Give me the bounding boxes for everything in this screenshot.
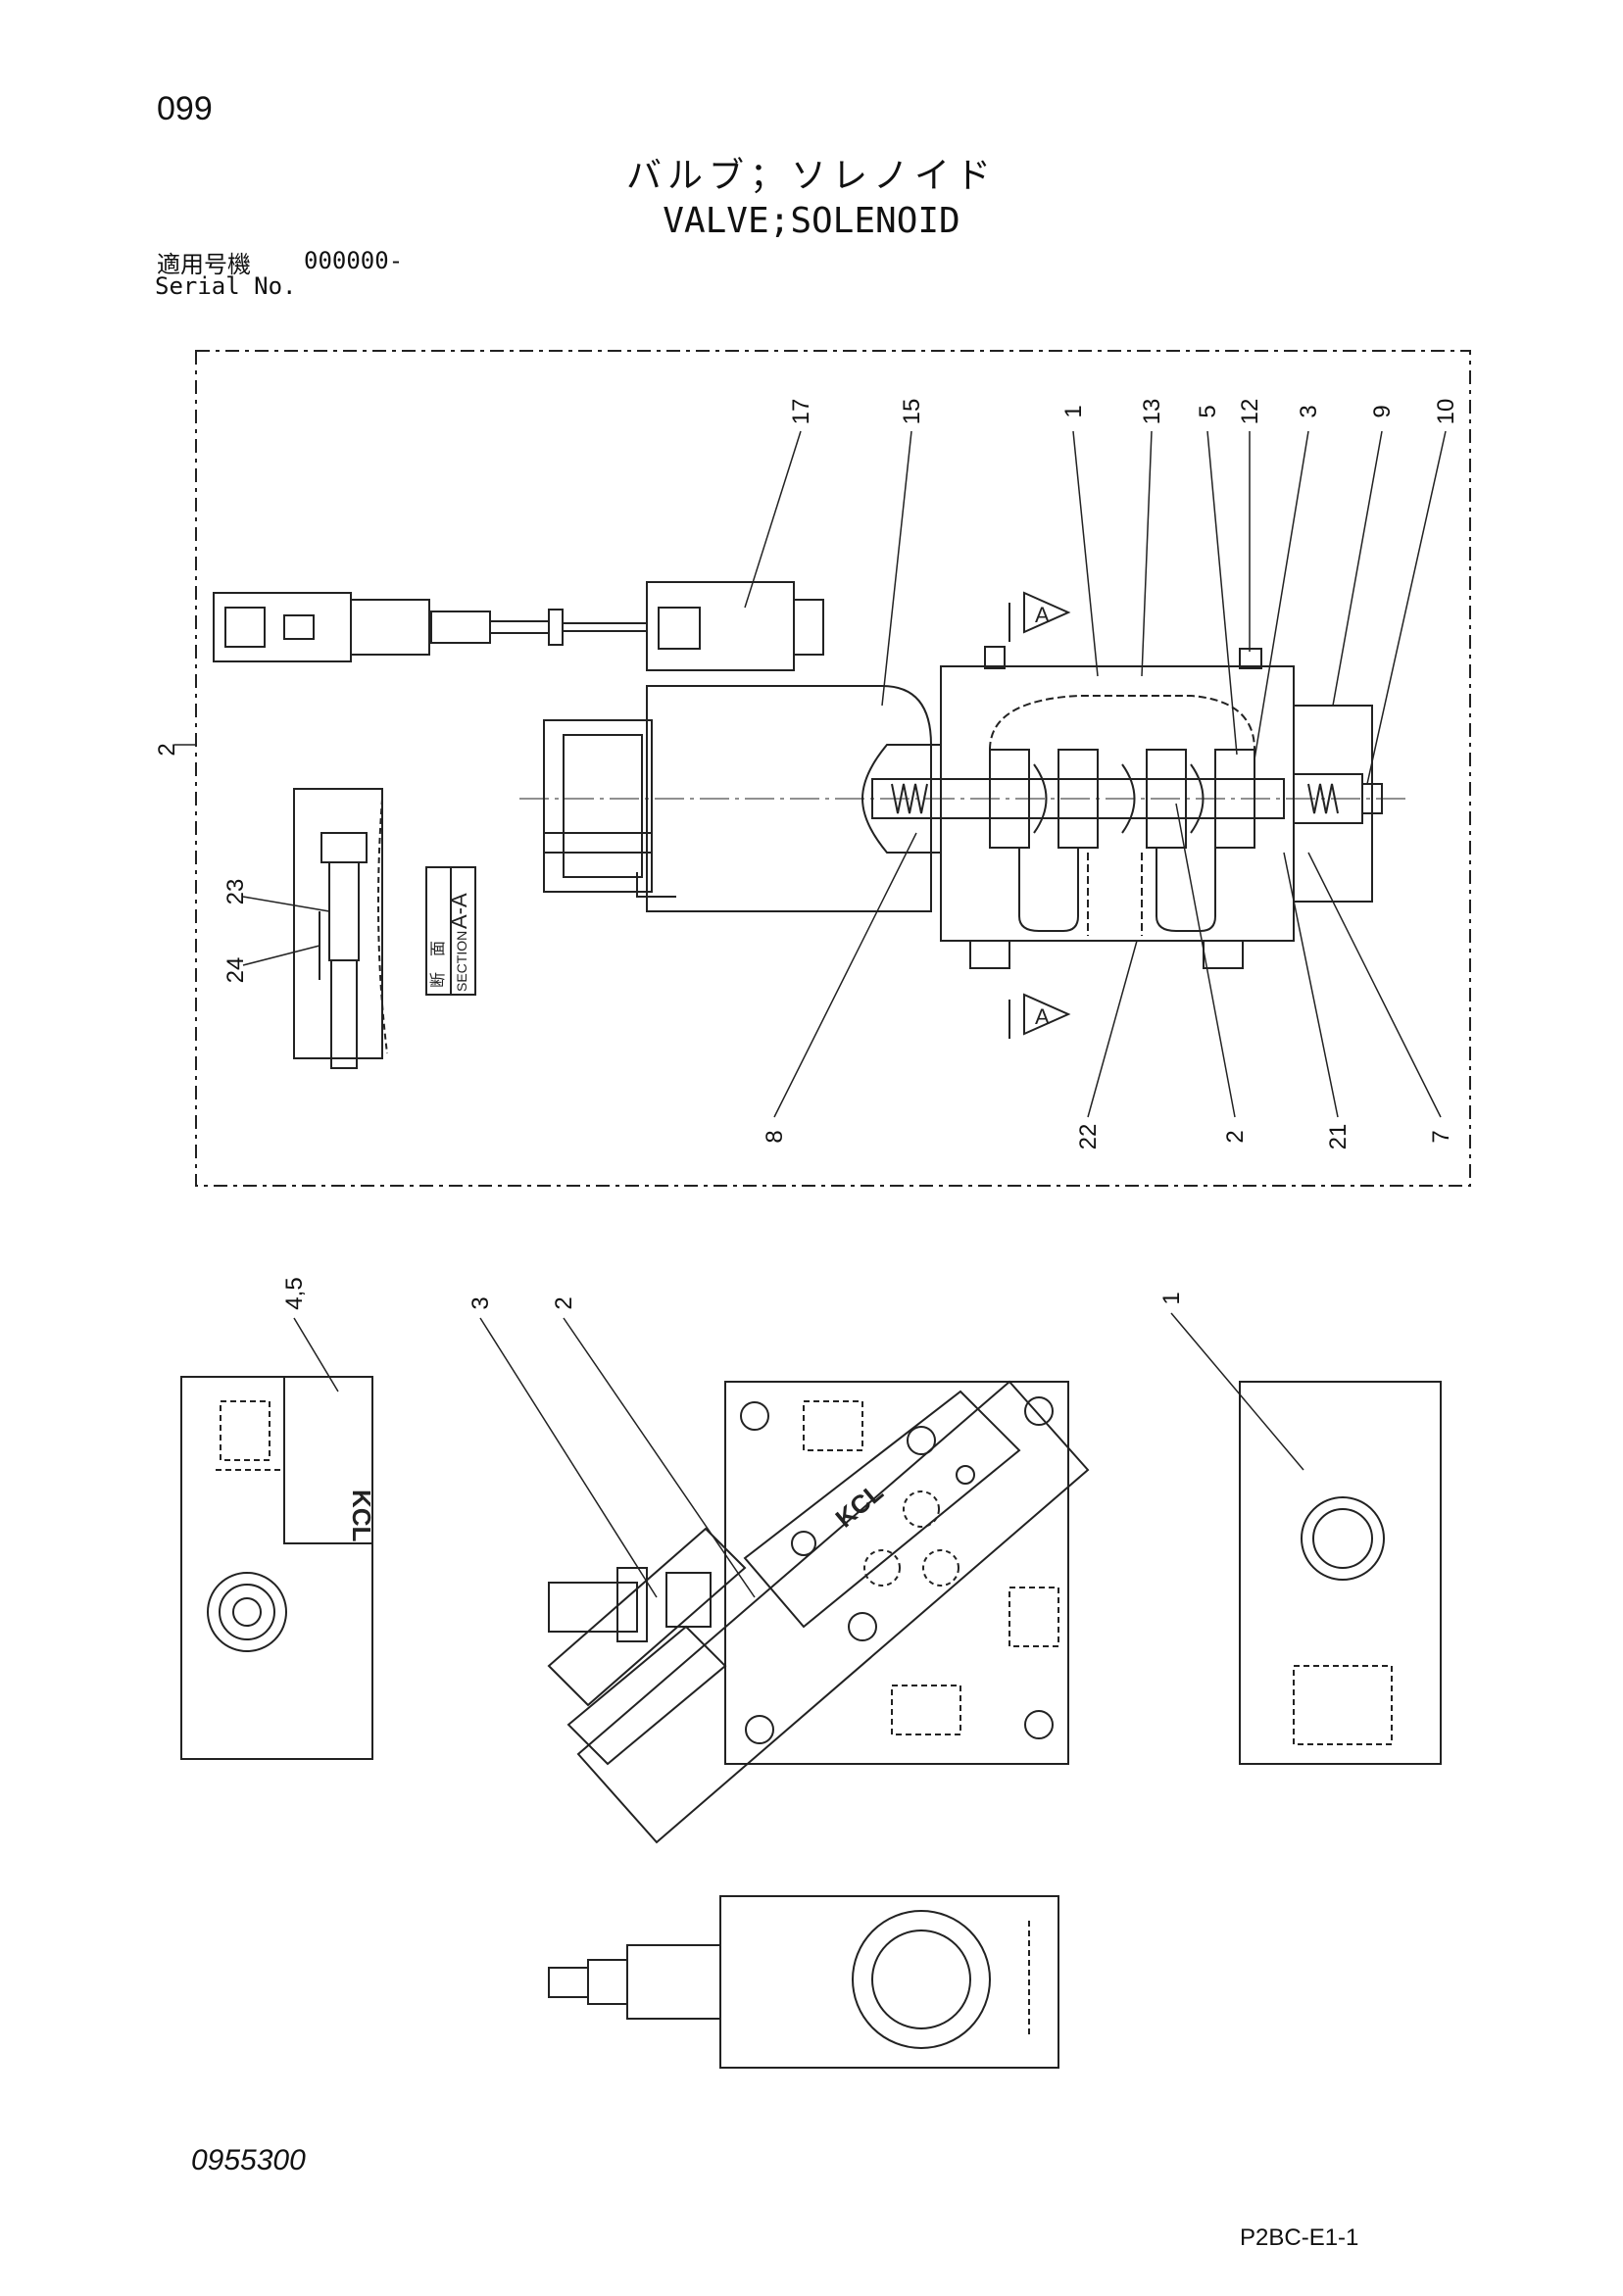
section-marker-top: A	[1035, 603, 1050, 627]
section-label-japanese: 断 面	[429, 941, 447, 988]
connector-cable	[213, 581, 824, 671]
section-arrow-top	[1008, 591, 1071, 642]
section-leader-lines	[174, 430, 1447, 1118]
callout-label: 8	[762, 1130, 788, 1143]
callout-label: 2	[154, 743, 180, 756]
solenoid-coil	[543, 685, 932, 912]
callout-label: 23	[222, 879, 249, 905]
valve-top-view	[547, 1380, 1090, 1844]
section-marker-bottom: A	[1035, 1004, 1050, 1029]
page-code: P2BC-E1-1	[1240, 2224, 1359, 2251]
callout-label: 10	[1433, 399, 1459, 425]
callout-label: 21	[1325, 1124, 1352, 1150]
callout-label: 2	[1222, 1130, 1249, 1143]
callout-label: 4,5	[281, 1277, 308, 1309]
section-arrow-bottom	[1008, 993, 1071, 1039]
callout-label: 2	[551, 1296, 577, 1309]
callout-label: 5	[1195, 405, 1221, 417]
title-japanese: バルブ；ソレノイド	[625, 156, 997, 196]
callout-label: 22	[1075, 1124, 1102, 1150]
callout-label: 3	[1296, 405, 1322, 417]
brand-mark-side: KCL	[347, 1490, 376, 1542]
callout-label: 7	[1428, 1130, 1454, 1143]
views-leader-lines	[293, 1312, 1304, 1598]
callout-label: 24	[222, 957, 249, 984]
valve-side-view-right	[1239, 1381, 1442, 1765]
callout-label: 15	[899, 399, 925, 425]
callout-label: 12	[1237, 399, 1263, 425]
callout-label: 17	[788, 399, 814, 425]
view-callout-labels: 4,5 3 2 1	[281, 1277, 1185, 1309]
page-number: 099	[157, 90, 213, 127]
serial-label-english: Serial No.	[155, 272, 297, 300]
callout-label: 9	[1369, 405, 1396, 417]
callout-label: 3	[467, 1296, 494, 1309]
callout-label: 13	[1139, 399, 1165, 425]
section-label-english: SECTION	[454, 931, 469, 992]
valve-front-view	[548, 1895, 1059, 2069]
valve-side-view-left	[180, 1376, 373, 1760]
title-english: VALVE;SOLENOID	[663, 201, 960, 241]
serial-label-japanese: 適用号機	[157, 251, 251, 278]
callout-label: 1	[1158, 1292, 1185, 1304]
serial-value: 000000-	[304, 247, 404, 274]
section-name: A-A	[447, 893, 471, 929]
section-detail-view	[293, 788, 388, 1069]
callout-label: 1	[1060, 405, 1087, 417]
valve-body-section	[861, 646, 1383, 969]
section-view-frame	[195, 350, 1471, 1187]
drawing-number: 0955300	[191, 2144, 306, 2176]
connector-17	[646, 581, 795, 671]
